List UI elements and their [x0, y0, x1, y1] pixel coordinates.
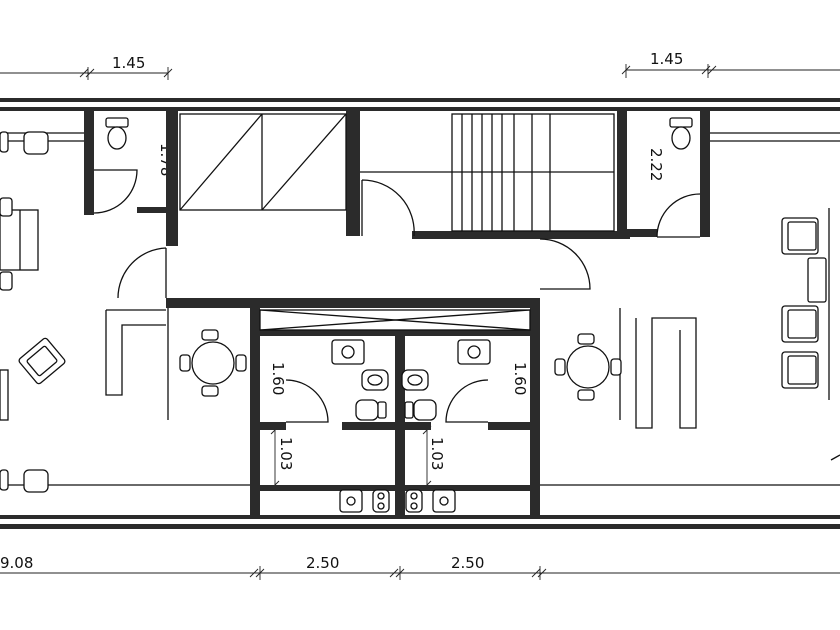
lavatory-fixtures [339, 489, 456, 513]
right-waiting-chairs [781, 217, 827, 389]
doors [93, 169, 701, 423]
bath-fixtures [331, 339, 491, 421]
left-office-furniture [0, 131, 66, 493]
counters [0, 132, 840, 486]
wc-fixtures [105, 117, 693, 150]
dim-label-top-right: 1.45 [650, 50, 683, 68]
stair-and-shaft [179, 113, 615, 232]
dim-label-bottom-bath-left: 2.50 [306, 554, 339, 572]
exterior-walls [0, 98, 840, 529]
dim-label-wc-right: 2.22 [647, 148, 665, 181]
dim-label-bottom-bath-right: 2.50 [451, 554, 484, 572]
dim-label-lav-right: 1.03 [428, 437, 446, 470]
dim-label-bath-right: 1.60 [511, 362, 529, 395]
dim-label-top-left: 1.45 [112, 54, 145, 72]
duct-void [259, 309, 531, 331]
dim-label-bottom-total: 9.08 [0, 554, 33, 572]
interior-walls [84, 111, 710, 515]
dim-label-lav-left: 1.03 [277, 437, 295, 470]
right-round-table [554, 333, 622, 401]
left-round-table [179, 329, 247, 397]
dim-label-bath-left: 1.60 [269, 362, 287, 395]
